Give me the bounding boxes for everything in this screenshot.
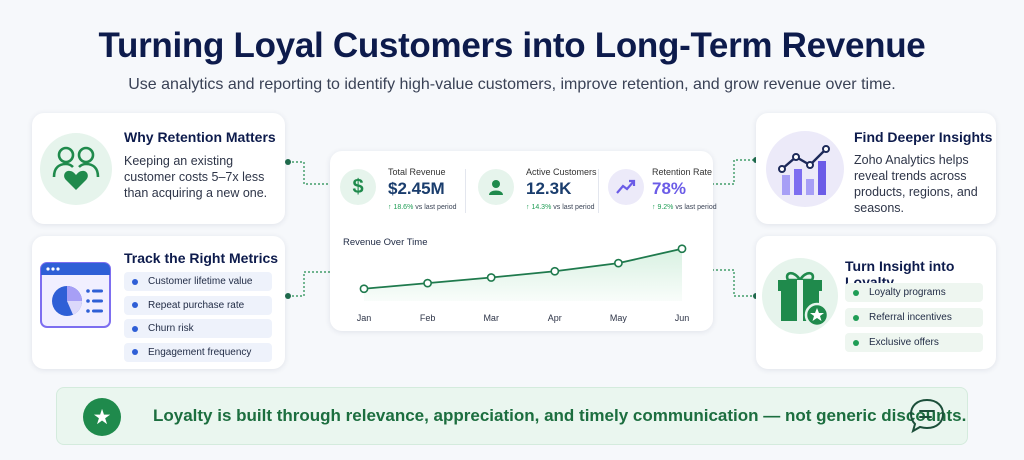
footer-banner: ★ Loyalty is built through relevance, ap… — [56, 387, 968, 445]
metric-label: Active Customers — [526, 167, 597, 177]
chart-point — [423, 278, 432, 288]
x-tick-label: Jun — [675, 313, 690, 323]
list-item: Customer lifetime value — [124, 272, 272, 291]
revenue-chart: Jan Feb Mar Apr May Jun — [357, 244, 690, 323]
star-icon: ★ — [83, 398, 121, 436]
chart-title: Revenue Over Time — [343, 237, 428, 248]
bar-line-chart-icon — [766, 131, 844, 207]
list-item: Exclusive offers — [845, 333, 983, 352]
x-tick-label: Jan — [357, 313, 372, 323]
dollar-icon: $ — [340, 169, 376, 205]
trend-up-icon — [608, 169, 644, 205]
why-retention-title: Why Retention Matters — [124, 129, 276, 145]
list-item: Churn risk — [124, 319, 272, 338]
metric-retention-rate: Retention Rate 78% ↑ 9.2% vs last period — [608, 163, 717, 219]
find-insights-title: Find Deeper Insights — [854, 129, 993, 145]
chart-point — [486, 273, 496, 282]
banner-text: Loyalty is built through relevance, appr… — [153, 406, 967, 425]
loyalty-list: Loyalty programs Referral incentives Exc… — [845, 283, 983, 358]
metric-delta: ↑ 18.6% vs last period — [388, 204, 457, 211]
metric-active-customers: Active Customers 12.3K ↑ 14.3% vs last p… — [478, 163, 598, 219]
metric-delta: ↑ 14.3% vs last period — [526, 204, 595, 211]
x-tick-label: Apr — [548, 313, 562, 323]
list-item: Referral incentives — [845, 308, 983, 327]
metric-total-revenue: $ Total Revenue $2.45M ↑ 18.6% vs last p… — [340, 163, 460, 219]
dashboard-pie-icon — [40, 262, 112, 335]
x-tick-label: Feb — [420, 313, 436, 323]
track-metrics-title: Track the Right Metrics — [124, 250, 279, 266]
list-item: Repeat purchase rate — [124, 295, 272, 315]
dashboard-card: $ Total Revenue $2.45M ↑ 18.6% vs last p… — [330, 151, 717, 331]
chart-point — [677, 244, 687, 254]
connector-loyal — [712, 269, 759, 299]
metric-delta: ↑ 9.2% vs last period — [652, 204, 717, 211]
why-retention-text: Keeping an existing customer costs 5–7x … — [124, 154, 268, 200]
connector-why — [285, 159, 332, 185]
chart-point — [359, 284, 369, 294]
connector-find — [712, 157, 759, 185]
user-icon — [478, 169, 514, 205]
list-item: Loyalty programs — [845, 283, 983, 302]
chart-point — [550, 266, 560, 276]
x-tick-label: May — [610, 313, 628, 323]
people-heart-icon — [40, 133, 112, 205]
chart-point — [613, 258, 623, 268]
page-subtitle: Use analytics and reporting to identify … — [128, 76, 896, 93]
metric-value: $2.45M — [388, 179, 445, 198]
loyalty-card: Turn Insight into Loyalty Loyalty progra… — [756, 236, 996, 369]
why-retention-card: Why Retention Matters Keeping an existin… — [32, 113, 285, 224]
find-insights-text: Zoho Analytics helps reveal trends acros… — [854, 153, 978, 215]
metrics-list: Customer lifetime value Repeat purchase … — [124, 272, 272, 366]
chat-bubble-icon — [907, 396, 947, 441]
metric-value: 78% — [652, 179, 687, 198]
metric-value: 12.3K — [526, 179, 572, 198]
metric-label: Retention Rate — [652, 167, 713, 177]
metric-label: Total Revenue — [388, 167, 446, 177]
track-metrics-card: Track the Right Metrics Customer lifetim… — [32, 236, 285, 369]
chart-series-line — [363, 247, 683, 290]
x-tick-label: Mar — [483, 313, 499, 323]
find-insights-card: Find Deeper Insights Zoho Analytics help… — [756, 113, 996, 224]
list-item: Engagement frequency — [124, 342, 272, 362]
page-title: Turning Loyal Customers into Long-Term R… — [98, 26, 926, 65]
gift-star-icon — [762, 258, 838, 334]
connector-track — [285, 271, 332, 299]
